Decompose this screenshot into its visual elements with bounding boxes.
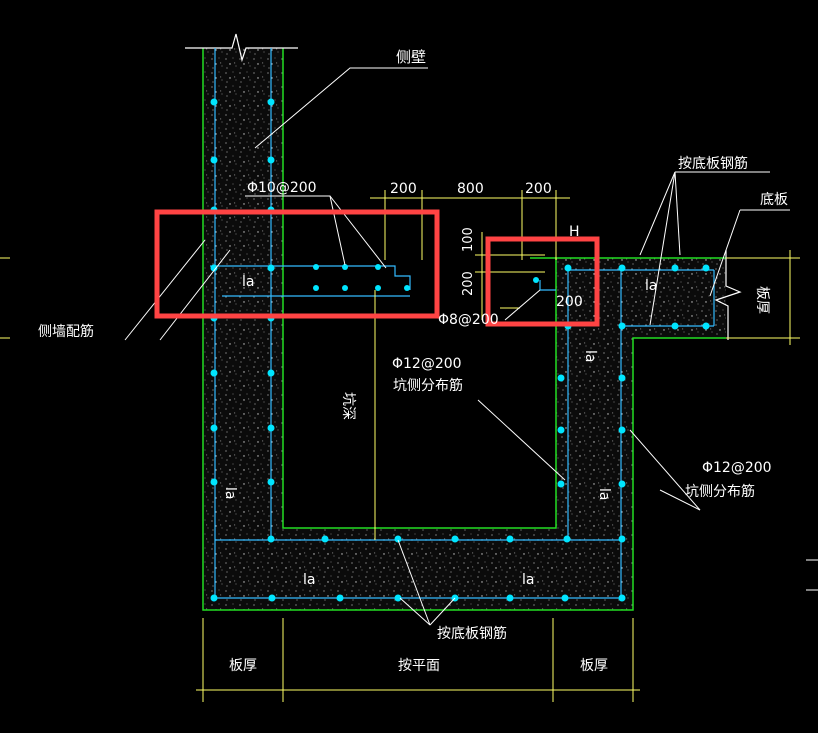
edge-fragments xyxy=(806,559,818,591)
la-mid-vert: la xyxy=(582,350,598,362)
label-slab-thickness-left: 板厚 xyxy=(229,658,257,674)
dim-200-vert: 200 xyxy=(461,271,476,296)
la-left-vert: la xyxy=(222,487,238,499)
label-pit-side-dist-b: 坑侧分布筋 xyxy=(685,483,755,500)
label-phi12-at-200-a: Φ12@200 xyxy=(392,356,462,372)
label-per-plan: 按平面 xyxy=(398,658,440,674)
la-top-right: la xyxy=(645,278,657,294)
la-bottom-right: la xyxy=(522,572,534,588)
text-labels: 侧壁 Φ10@200 200 800 200 按底板钢筋 底板 100 200 … xyxy=(38,48,788,674)
dimension-lines xyxy=(0,190,800,702)
la-top-left: la xyxy=(242,274,254,290)
concrete-body xyxy=(203,48,726,610)
label-phi8-at-200: Φ8@200 xyxy=(438,312,499,328)
dim-100: 100 xyxy=(461,227,476,252)
label-side-wall: 侧壁 xyxy=(396,48,426,66)
break-marks xyxy=(185,33,742,340)
leader-lines xyxy=(124,67,790,626)
label-thickness-right: 板厚 xyxy=(754,286,770,314)
label-phi10-at-200: Φ10@200 xyxy=(247,180,317,196)
la-bottom-left: la xyxy=(303,572,315,588)
highlight-boxes xyxy=(154,209,600,327)
dim-200-left: 200 xyxy=(390,181,417,197)
label-bottom-slab: 底板 xyxy=(760,192,788,208)
concrete-outline xyxy=(202,48,726,611)
rebar-lines xyxy=(210,48,715,599)
label-phi12-at-200-b: Φ12@200 xyxy=(702,460,772,476)
label-pit-side-dist-a: 坑侧分布筋 xyxy=(393,377,463,394)
dim-200-box: 200 xyxy=(556,294,583,310)
label-pit-depth: 坑深 xyxy=(340,392,356,420)
highlight-box-side-wall-rebar xyxy=(154,209,440,319)
dim-800: 800 xyxy=(457,181,484,197)
label-slab-thickness-right: 板厚 xyxy=(580,658,608,674)
rebar-dots xyxy=(210,98,710,602)
label-per-bottom-slab-rebar-bottom: 按底板钢筋 xyxy=(437,625,507,642)
label-side-wall-rebar: 侧墙配筋 xyxy=(38,323,94,340)
dim-200-right: 200 xyxy=(525,181,552,197)
highlight-box-pit-corner xyxy=(485,236,600,327)
la-pit-right-vert: la xyxy=(596,488,612,500)
label-per-bottom-slab-rebar-top: 按底板钢筋 xyxy=(678,155,748,172)
label-letter-h: H xyxy=(569,224,580,240)
